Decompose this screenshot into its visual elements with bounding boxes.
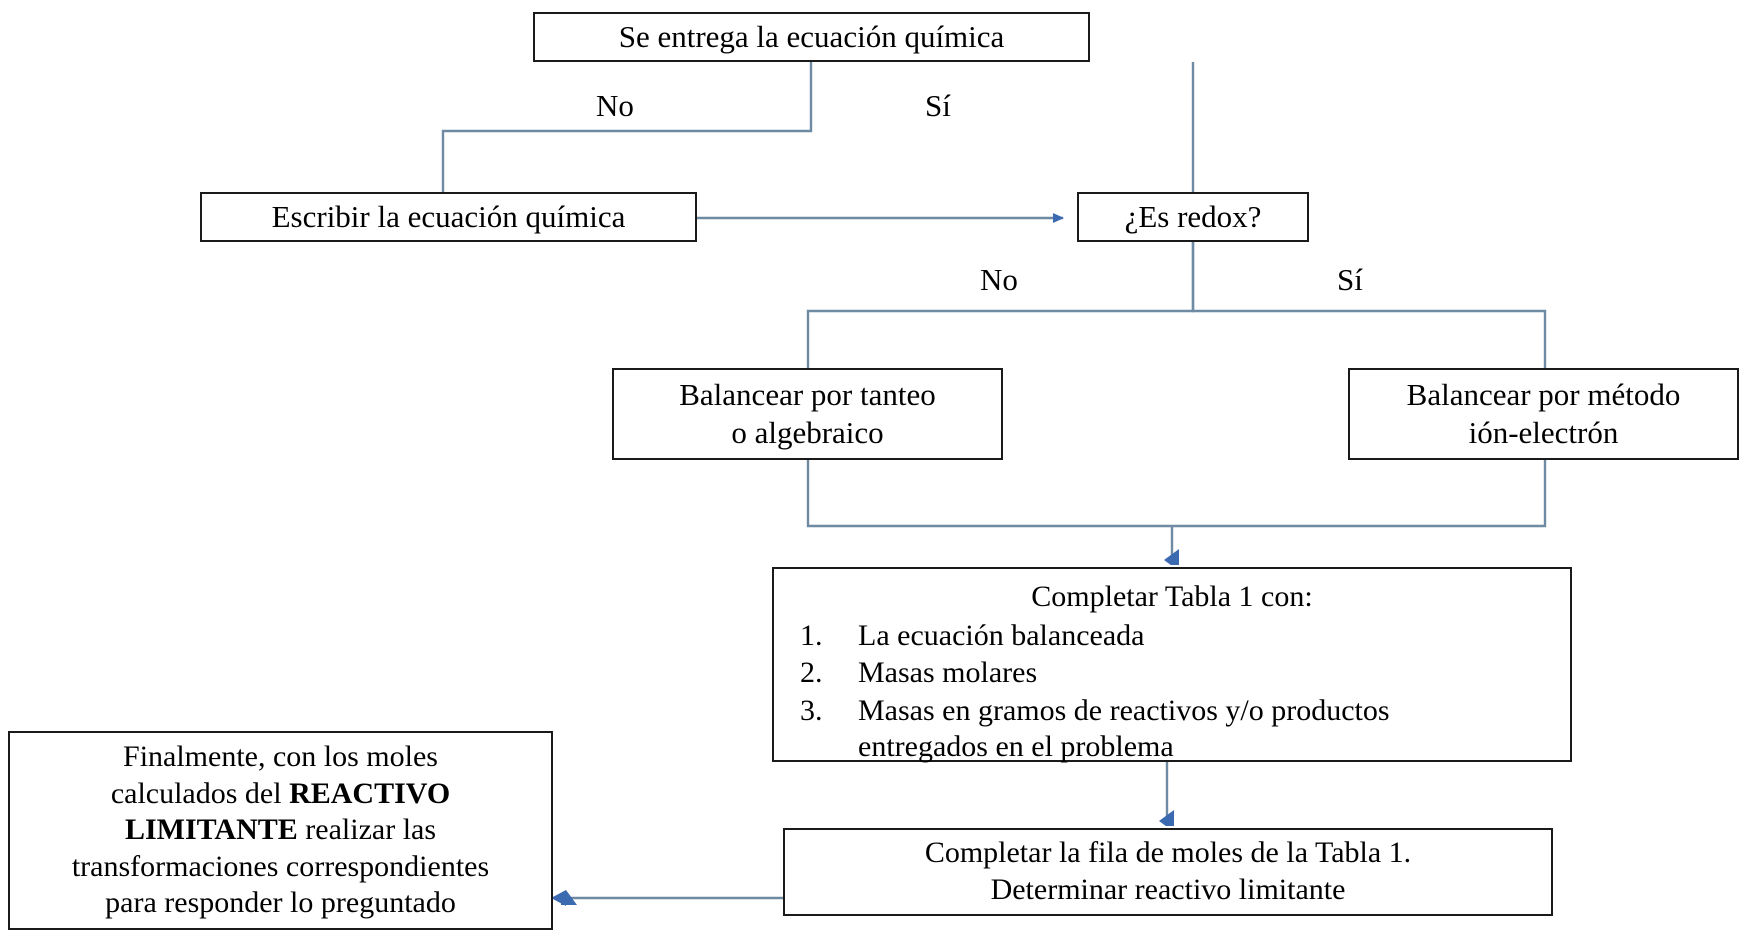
node-text-line-2: ión-electrón [1468, 415, 1619, 450]
node-completar-fila-moles[interactable]: Completar la fila de moles de la Tabla 1… [783, 828, 1553, 916]
edge-label-redox-si: Sí [1337, 262, 1363, 297]
list-item: Masas molares [796, 655, 1570, 692]
node-text-line-3: LIMITANTE realizar las [125, 812, 436, 849]
node-text-line-2: Determinar reactivo limitante [990, 873, 1346, 906]
list-item: Masas en gramos de reactivos y/o product… [796, 693, 1570, 766]
node-text-line-1: Balancear por tanteo [679, 377, 936, 413]
node-final-reactivo-limitante[interactable]: Finalmente, con los moles calculados del… [8, 731, 553, 930]
node-title: Completar Tabla 1 con: [1031, 580, 1313, 613]
node-escribir-ecuacion[interactable]: Escribir la ecuación química [200, 192, 697, 242]
node-text-line-2: o algebraico [731, 415, 884, 450]
edge-redox-no [806, 242, 1195, 368]
edge-entrega-no [441, 62, 813, 192]
list-item-line-1: La ecuación balanceada [858, 618, 1145, 652]
node-text-limitante-bold: LIMITANTE [124, 813, 298, 847]
edge-redox-si [1191, 242, 1547, 368]
node-balancear-tanteo[interactable]: Balancear por tanteo o algebraico [612, 368, 1003, 460]
list-item: La ecuación balanceada [796, 618, 1570, 655]
node-text-line-3-post: realizar las [297, 813, 437, 847]
edge-moles-to-final [551, 890, 783, 906]
node-text-reactivo-bold: REACTIVO [289, 776, 451, 810]
node-text-line-4: transformaciones correspondientes [71, 849, 490, 883]
node-text: Escribir la ecuación química [271, 199, 626, 235]
node-text: Se entrega la ecuación química [618, 19, 1005, 55]
tabla1-steps-list: La ecuación balanceada Masas molares Mas… [774, 618, 1570, 766]
node-text-line-2-pre: calculados del [110, 776, 290, 810]
node-text-line-5: para responder lo preguntado [105, 886, 456, 920]
node-text-line-1: Completar la fila de moles de la Tabla 1… [924, 836, 1412, 870]
node-text-line-1: Finalmente, con los moles [123, 740, 438, 774]
node-es-redox-decision[interactable]: ¿Es redox? [1077, 192, 1309, 242]
node-text-line-1: Balancear por método [1406, 377, 1681, 413]
node-se-entrega-ecuacion[interactable]: Se entrega la ecuación química [533, 12, 1090, 62]
node-text-line-2: calculados del REACTIVO [111, 776, 450, 813]
edge-label-redox-no: No [980, 262, 1018, 297]
node-balancear-ion-electron[interactable]: Balancear por método ión-electrón [1348, 368, 1739, 460]
edge-label-entrega-si: Sí [925, 88, 951, 123]
edge-balance-join-to-tabla1 [806, 460, 1547, 560]
list-item-line-1: Masas en gramos de reactivos y/o product… [858, 693, 1390, 727]
edge-label-entrega-no: No [596, 88, 634, 123]
node-text: ¿Es redox? [1124, 199, 1262, 235]
list-item-line-2: entregados en el problema [858, 730, 1174, 764]
list-item-line-1: Masas molares [858, 656, 1038, 690]
node-completar-tabla1[interactable]: Completar Tabla 1 con: La ecuación balan… [772, 567, 1572, 763]
